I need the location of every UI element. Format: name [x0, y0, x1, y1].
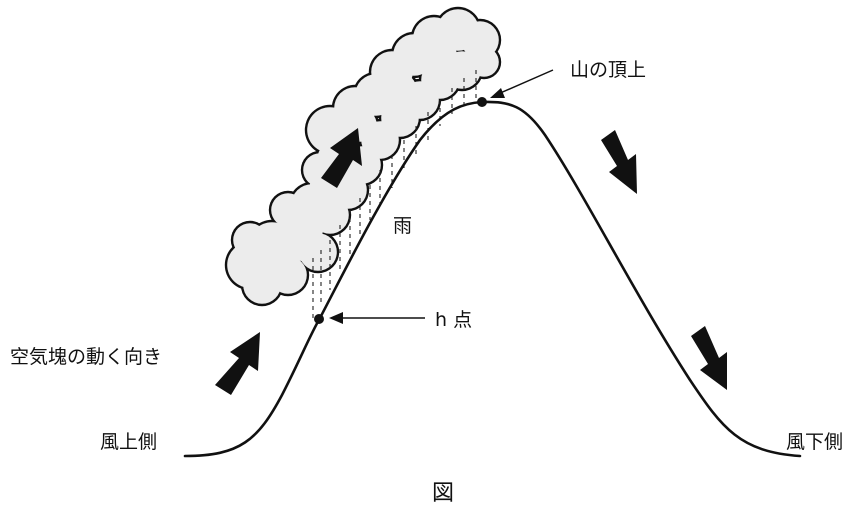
downslope-arrow-lower — [691, 326, 727, 390]
cloud — [224, 6, 502, 307]
rain-lines — [312, 70, 477, 318]
h-point-leader — [329, 312, 425, 324]
cloud-puff — [271, 193, 305, 227]
rain-label: 雨 — [393, 215, 412, 237]
h-point-dot — [314, 314, 324, 324]
cloud-puff — [265, 245, 299, 279]
h-point-label: h 点 — [435, 309, 472, 331]
airmass-direction-label: 空気塊の動く向き — [10, 346, 162, 368]
figure-caption: 図 — [432, 481, 454, 506]
leeward-label: 風下側 — [786, 431, 843, 453]
cloud-puff — [289, 228, 323, 262]
summit-label: 山の頂上 — [570, 59, 646, 81]
downslope-arrow-upper — [601, 130, 637, 194]
mountain-profile — [183, 100, 802, 458]
cloud-puff — [383, 73, 417, 107]
updraft-arrow-cloud — [321, 128, 362, 188]
summit-leader — [490, 69, 554, 98]
cloud-puff — [423, 38, 457, 72]
windward-label: 風上側 — [100, 431, 157, 453]
cloud-puff — [311, 196, 349, 234]
summit-dot — [477, 97, 487, 107]
airmass-arrow — [215, 332, 260, 395]
cloud-puff — [233, 223, 267, 257]
